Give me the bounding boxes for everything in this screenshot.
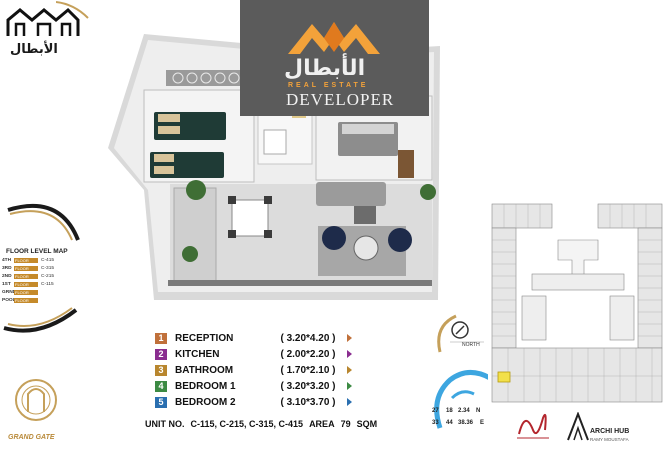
- logo-arabic-text: الأبطال: [10, 42, 58, 57]
- room-row-bedroom-1: 4 BEDROOM 1 ( 3.20*3.20 ): [155, 380, 355, 392]
- room-number-badge: 1: [155, 332, 167, 344]
- developer-brand-banner: الأبطال REAL ESTATE DEVELOPER: [240, 0, 429, 116]
- room-name: RECEPTION: [175, 332, 234, 344]
- room-name: BATHROOM: [175, 364, 234, 376]
- building-key-plan: [488, 200, 666, 406]
- coord-value: N: [476, 408, 481, 414]
- banner-developer-text: DEVELOPER: [286, 90, 395, 109]
- room-dimensions: ( 3.20*3.20 ): [280, 380, 336, 392]
- roof-logo-icon: [288, 22, 380, 54]
- arrow-right-icon: [347, 398, 352, 406]
- archi-hub-title: ARCHI HUB: [590, 428, 630, 435]
- coord-value: 18: [446, 408, 453, 414]
- room-number-badge: 4: [155, 380, 167, 392]
- highlighted-unit-marker: [497, 371, 511, 383]
- room-dimensions: ( 2.00*2.20 ): [280, 348, 336, 360]
- room-dimensions: ( 1.70*2.10 ): [280, 364, 336, 376]
- compass-north-label: NORTH: [462, 342, 480, 348]
- north-compass: NORTH: [434, 312, 488, 358]
- grand-gate-emblem-icon: [15, 379, 57, 421]
- area-label: AREA: [309, 419, 335, 429]
- signature-mark: [517, 414, 549, 439]
- room-number-badge: 5: [155, 396, 167, 408]
- arrow-right-icon: [347, 382, 352, 390]
- gold-swirl-decoration: [56, 1, 89, 19]
- house-logo-icon: [6, 7, 80, 36]
- grand-gate-label: GRAND GATE: [8, 434, 55, 441]
- room-row-kitchen: 2 KITCHEN ( 2.00*2.20 ): [155, 348, 355, 360]
- room-number-badge: 2: [155, 348, 167, 360]
- area-unit: SQM: [356, 419, 378, 429]
- coord-value: 38.36: [458, 420, 474, 426]
- coord-value: 44: [446, 420, 453, 426]
- unit-info: UNIT NO. C-115, C-215, C-315, C-415 AREA…: [145, 419, 377, 429]
- arrow-right-icon: [347, 366, 352, 374]
- banner-arabic-text: الأبطال: [284, 56, 366, 81]
- site-coordinates: 27 18 2.34 N 33 44 38.36 E: [428, 368, 498, 438]
- compass-icon: [437, 314, 484, 353]
- room-row-bathroom: 3 BATHROOM ( 1.70*2.10 ): [155, 364, 355, 376]
- floor-level-map-title: FLOOR LEVEL MAP: [6, 248, 68, 255]
- room-name: KITCHEN: [175, 348, 220, 360]
- room-name: BEDROOM 2: [175, 396, 236, 408]
- coord-value: 33: [432, 420, 439, 426]
- room-name: BEDROOM 1: [175, 380, 236, 392]
- area-value: 79: [340, 419, 351, 429]
- coord-value: 27: [432, 408, 439, 414]
- gold-ring-decoration: [3, 203, 80, 333]
- coord-value: 2.34: [458, 408, 470, 414]
- unit-label: UNIT NO.: [145, 419, 185, 429]
- grand-gate-logo: GRAND GATE: [6, 370, 66, 444]
- room-number-badge: 3: [155, 364, 167, 376]
- room-row-reception: 1 RECEPTION ( 3.20*4.20 ): [155, 332, 355, 344]
- archi-hub-subtitle: RAMY MOUSTAFA: [590, 437, 629, 442]
- blue-ring-decoration: [434, 370, 492, 429]
- archi-hub-logo: ARCHI HUB RAMY MOUSTAFA: [566, 410, 666, 444]
- arrow-right-icon: [347, 350, 352, 358]
- unit-numbers: C-115, C-215, C-315, C-415: [190, 419, 304, 429]
- room-dimensions: ( 3.10*3.70 ): [280, 396, 336, 408]
- company-logo-top-left: الأبطال: [4, 6, 82, 58]
- room-dimensions: ( 3.20*4.20 ): [280, 332, 336, 344]
- coord-value: E: [480, 420, 485, 426]
- room-row-bedroom-2: 5 BEDROOM 2 ( 3.10*3.70 ): [155, 396, 355, 408]
- archi-hub-icon: [567, 412, 589, 441]
- arrow-right-icon: [347, 334, 352, 342]
- banner-tagline: REAL ESTATE: [288, 82, 369, 89]
